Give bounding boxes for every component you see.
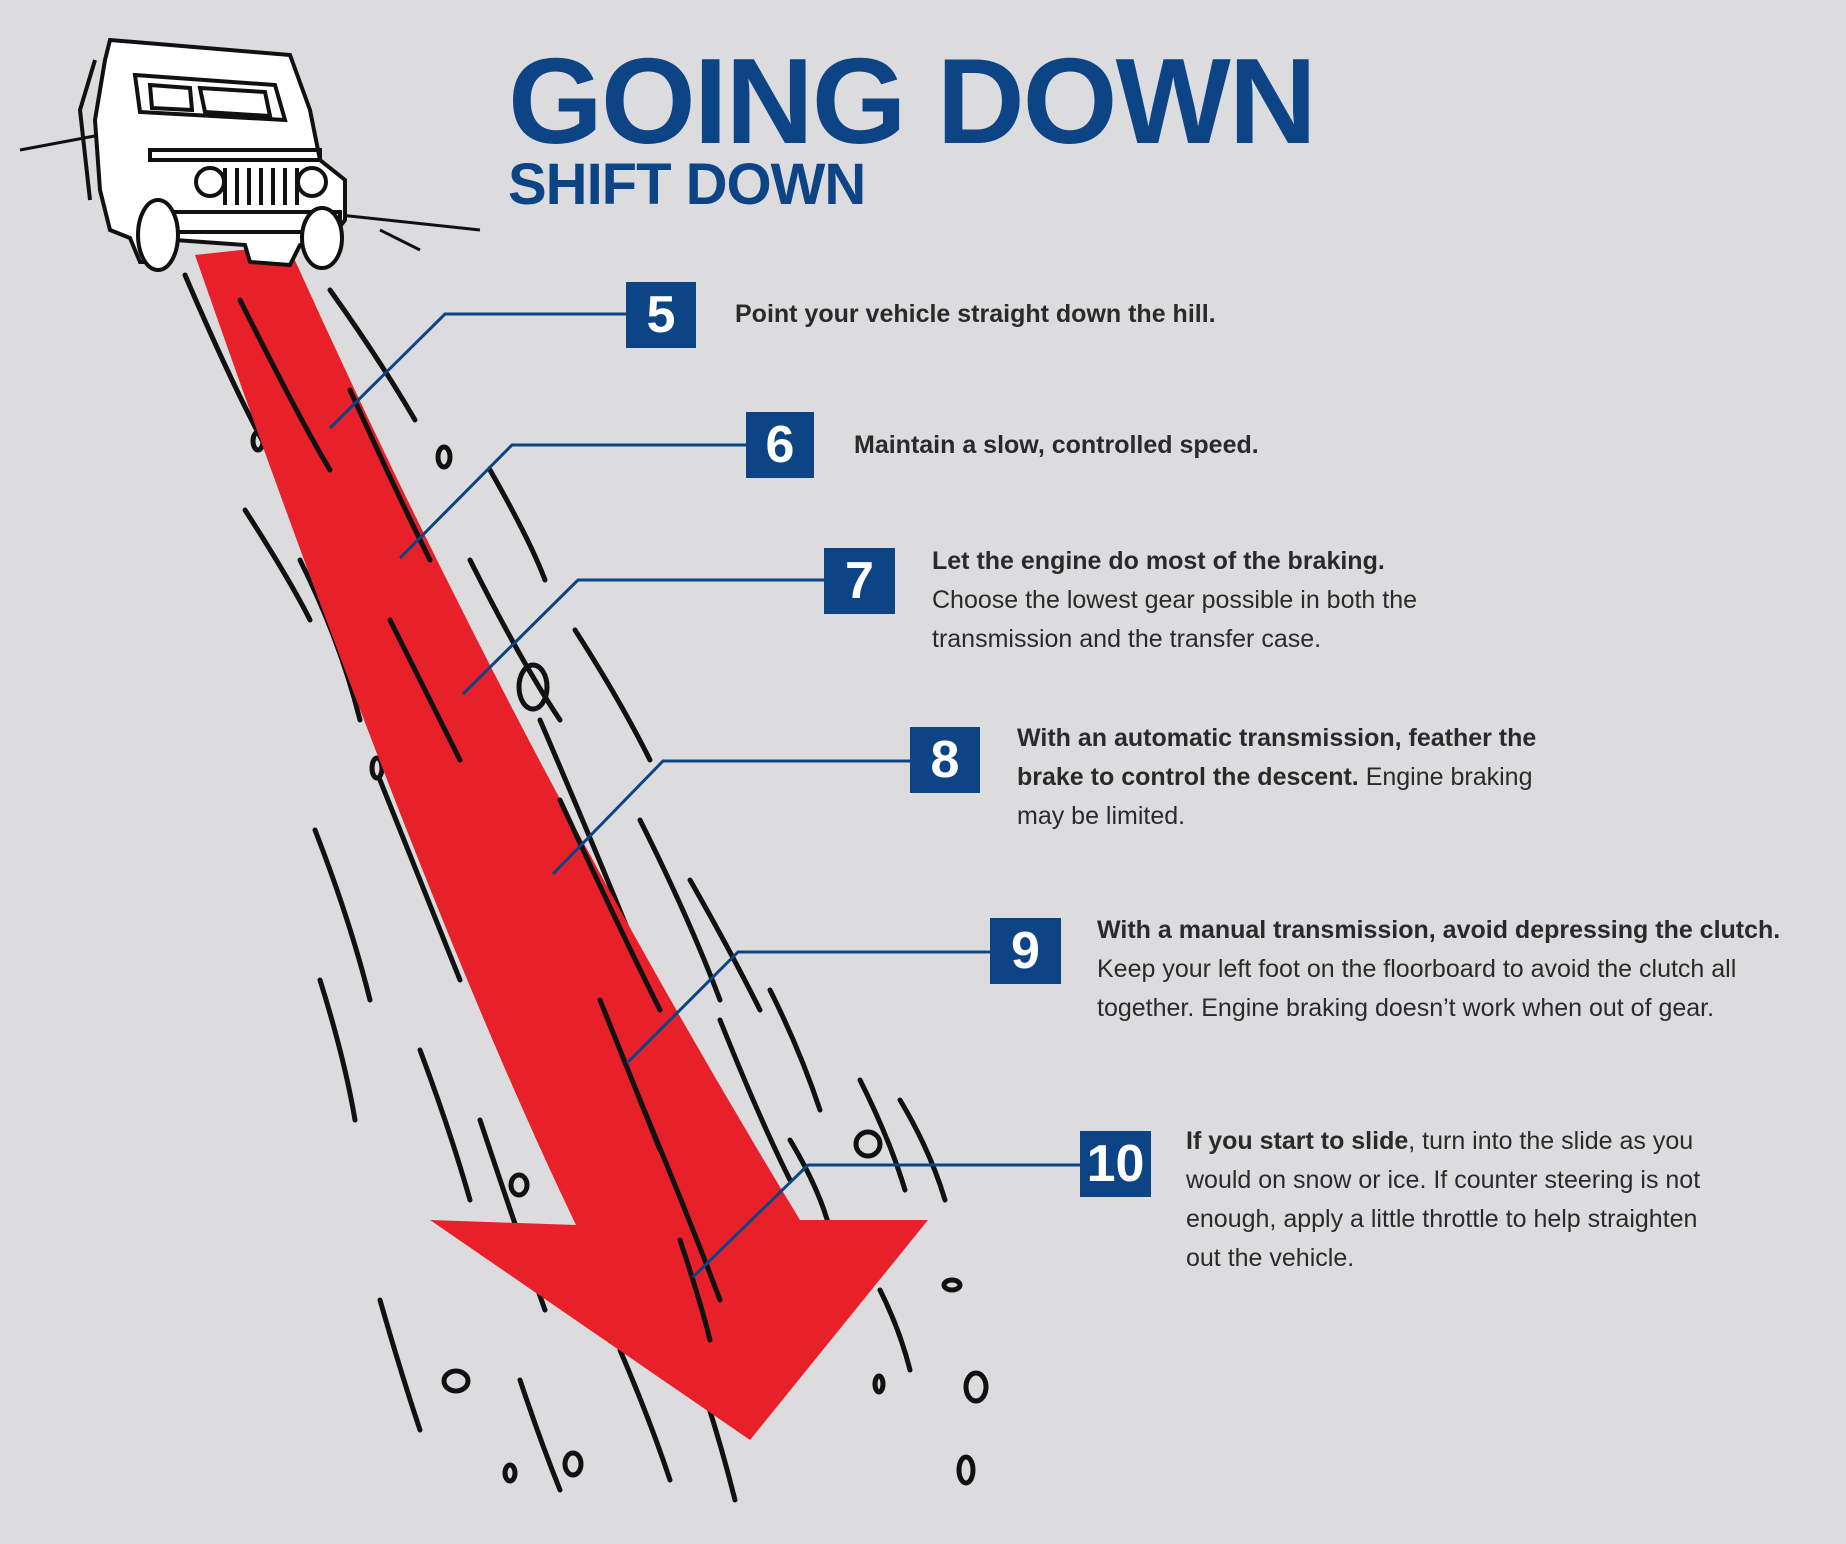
step-9-bold: With a manual transmission, avoid depres… [1097,916,1781,944]
step-7-badge: 7 [824,548,895,614]
step-10-bold: If you start to slide [1186,1127,1409,1155]
step-5-text: Point your vehicle straight down the hil… [735,295,1335,334]
step-7-text: Let the engine do most of the braking. C… [932,542,1452,659]
step-7-body: Choose the lowest gear possible in both … [932,586,1418,653]
down-arrow-icon [195,245,928,1440]
step-5-bold: Point your vehicle straight down the hil… [735,300,1216,328]
step-10-body: , turn into the slide as you would on sn… [1186,1127,1701,1272]
page-title: GOING DOWN [508,33,1317,169]
mud-splatters [250,429,989,1486]
step-8-badge: 8 [910,727,980,793]
step-7-bold: Let the engine do most of the braking. [932,547,1385,575]
page-subtitle: SHIFT DOWN [508,152,866,217]
step-9-text: With a manual transmission, avoid depres… [1097,911,1837,1028]
step-9-badge: 9 [990,918,1061,984]
step-8-body: Engine braking may be limited. [1017,763,1533,830]
step-10-badge: 10 [1080,1131,1151,1197]
leader-lines [328,312,1080,1279]
step-6-badge: 6 [746,412,814,478]
jeep-icon [19,37,481,272]
step-10-text: If you start to slide, turn into the sli… [1186,1122,1736,1278]
step-5-badge: 5 [626,282,696,348]
step-6-bold: Maintain a slow, controlled speed. [854,431,1259,459]
step-6-text: Maintain a slow, controlled speed. [854,426,1454,465]
step-9-body: Keep your left foot on the floorboard to… [1097,955,1737,1022]
step-8-bold: With an automatic transmission, feather … [1017,724,1537,791]
mud-tracks-over-arrow [237,297,793,1343]
step-8-text: With an automatic transmission, feather … [1017,719,1557,836]
